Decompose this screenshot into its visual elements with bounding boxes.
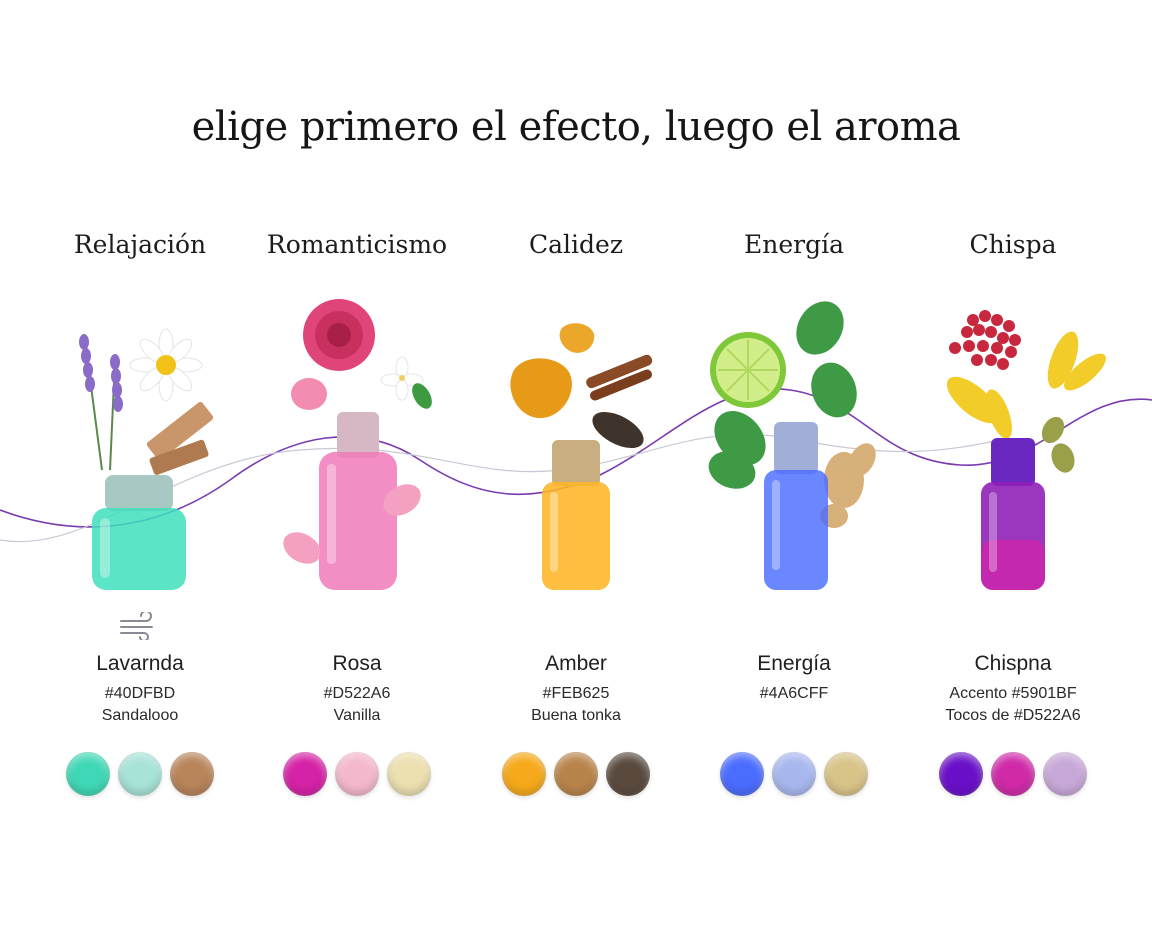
swatch-3[interactable] [170, 752, 214, 796]
swatch-3[interactable] [387, 752, 431, 796]
swatch-2[interactable] [991, 752, 1035, 796]
note-detail-2: Tocos de #D522A6 [945, 707, 1081, 724]
note-detail-2: Sandalooo [101, 707, 179, 724]
swatch-3[interactable] [1043, 752, 1087, 796]
effect-heading: Calidez [529, 230, 623, 259]
effect-column-romanticismo[interactable]: Romanticismo Rosa #D522A6 Vanilla [247, 0, 467, 928]
perfume-bottle [981, 438, 1045, 590]
ginger-icon [820, 443, 876, 528]
perfume-bottle [92, 475, 186, 590]
calidez-artwork [510, 323, 653, 590]
cinnamon-icon [586, 354, 653, 401]
color-swatches [903, 752, 1123, 796]
relajacion-artwork [79, 328, 214, 590]
page-title: elige primero el efecto, luego el aroma [191, 104, 961, 150]
note-detail-1: #D522A6 [323, 685, 391, 702]
perfume-bottle [764, 422, 828, 590]
lime-icon [710, 332, 786, 408]
swatch-2[interactable] [118, 752, 162, 796]
swatch-3[interactable] [824, 752, 868, 796]
jasmine-icon [380, 356, 432, 409]
swatch-2[interactable] [554, 752, 598, 796]
swatch-3[interactable] [606, 752, 650, 796]
swatch-1[interactable] [502, 752, 546, 796]
lavender-icon [79, 334, 123, 471]
swatch-1[interactable] [939, 752, 983, 796]
wind-icon [120, 612, 153, 640]
effect-column-chispa[interactable]: Chispa Chispna Accento #5901BF Tocos de … [903, 0, 1123, 928]
note-name: Lavarnda [96, 652, 184, 675]
perfume-bottle [319, 412, 397, 590]
rose-icon [303, 299, 375, 371]
effect-heading: Relajación [73, 230, 207, 259]
perfume-bottle [542, 440, 610, 590]
amber-icon [510, 323, 595, 419]
note-detail-1: Accento #5901BF [949, 685, 1077, 702]
effect-column-relajacion[interactable]: Relajación [30, 0, 250, 928]
tonka-bean-icon [592, 411, 644, 449]
chispa-artwork [946, 310, 1106, 590]
petal-icon [291, 378, 327, 410]
chamomile-icon [129, 328, 203, 402]
note-name: Amber [545, 652, 607, 675]
swatch-1[interactable] [66, 752, 110, 796]
mint-icon [708, 301, 857, 489]
note-detail-1: #4A6CFF [759, 685, 829, 702]
color-swatches [684, 752, 904, 796]
swatch-1[interactable] [720, 752, 764, 796]
note-name: Rosa [332, 652, 382, 675]
energia-artwork [708, 301, 876, 590]
cardamom-icon [1041, 416, 1075, 473]
effect-heading: Chispa [969, 230, 1057, 259]
note-detail-1: #40DFBD [104, 685, 176, 702]
note-detail-2: Vanilla [333, 707, 381, 724]
romanticismo-artwork [283, 299, 432, 590]
swatch-2[interactable] [335, 752, 379, 796]
sandalwood-icon [146, 401, 214, 475]
swatch-2[interactable] [772, 752, 816, 796]
effect-heading: Energía [744, 230, 844, 259]
color-swatches [466, 752, 686, 796]
note-detail-1: #FEB625 [542, 685, 610, 702]
effect-heading: Romanticismo [266, 230, 448, 259]
ylang-icon [946, 331, 1106, 439]
pink-pepper-icon [949, 310, 1021, 370]
color-swatches [247, 752, 467, 796]
note-name: Chispna [974, 652, 1052, 675]
effect-column-calidez[interactable]: Calidez Amber #FEB625 Buena tonka [466, 0, 686, 928]
note-name: Energía [757, 652, 831, 675]
note-detail-2: Buena tonka [531, 707, 621, 724]
swatch-1[interactable] [283, 752, 327, 796]
color-swatches [30, 752, 250, 796]
effect-column-energia[interactable]: Energía Energía #4A6CFF [684, 0, 904, 928]
